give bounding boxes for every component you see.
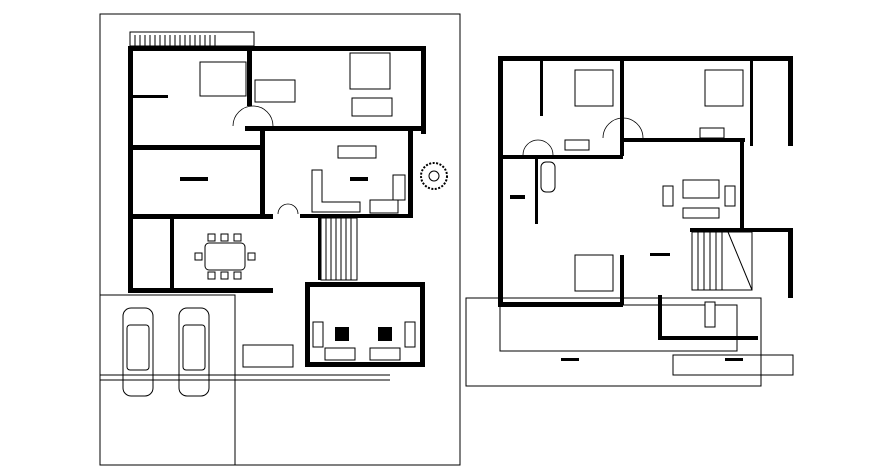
desk xyxy=(254,79,296,103)
tree-symbol xyxy=(428,170,440,182)
door-swing xyxy=(602,117,644,139)
sofa xyxy=(682,207,720,219)
bathtub xyxy=(540,161,556,193)
porch xyxy=(242,344,294,368)
sofa xyxy=(392,174,406,201)
sofa xyxy=(724,185,736,207)
dining-table xyxy=(204,242,246,271)
label-mark xyxy=(510,195,525,199)
bed xyxy=(574,254,614,292)
table xyxy=(335,327,349,341)
door-swing xyxy=(522,139,554,156)
walls xyxy=(498,56,793,340)
label-mark xyxy=(725,358,743,361)
tv-unit xyxy=(682,179,720,199)
sofa xyxy=(564,139,590,151)
walls xyxy=(128,46,426,367)
label-mark xyxy=(561,358,579,361)
sofa xyxy=(404,321,416,348)
bed xyxy=(704,69,744,107)
label-mark xyxy=(350,177,368,181)
site-boundary xyxy=(99,13,461,466)
balcony-inner xyxy=(499,304,738,352)
dining-chairs xyxy=(194,233,256,280)
tree-symbol xyxy=(420,162,448,190)
bed xyxy=(349,52,391,90)
entrance-steps xyxy=(129,31,255,47)
balcony-outline xyxy=(465,297,762,387)
car xyxy=(178,307,210,397)
step-lines xyxy=(134,35,216,46)
sofa xyxy=(351,97,393,117)
door-swing xyxy=(277,203,299,215)
label-mark xyxy=(650,253,670,256)
sofa xyxy=(662,185,674,207)
sofa xyxy=(324,347,356,361)
tv-unit xyxy=(337,145,377,159)
desk xyxy=(704,301,716,328)
label-mark xyxy=(180,177,208,181)
car xyxy=(122,307,154,397)
first-floor-plan xyxy=(465,56,794,387)
sofa xyxy=(369,347,401,361)
staircase xyxy=(320,217,358,281)
staircase xyxy=(691,231,753,291)
ground-floor-plan xyxy=(99,13,461,466)
sofa xyxy=(369,199,399,214)
terrace-outline xyxy=(672,354,794,376)
bed xyxy=(199,61,247,97)
l-sofa xyxy=(311,169,361,213)
table xyxy=(378,327,392,341)
sofa xyxy=(312,321,324,348)
bed xyxy=(574,69,614,107)
door-swing xyxy=(232,105,274,127)
sofa xyxy=(699,127,725,139)
